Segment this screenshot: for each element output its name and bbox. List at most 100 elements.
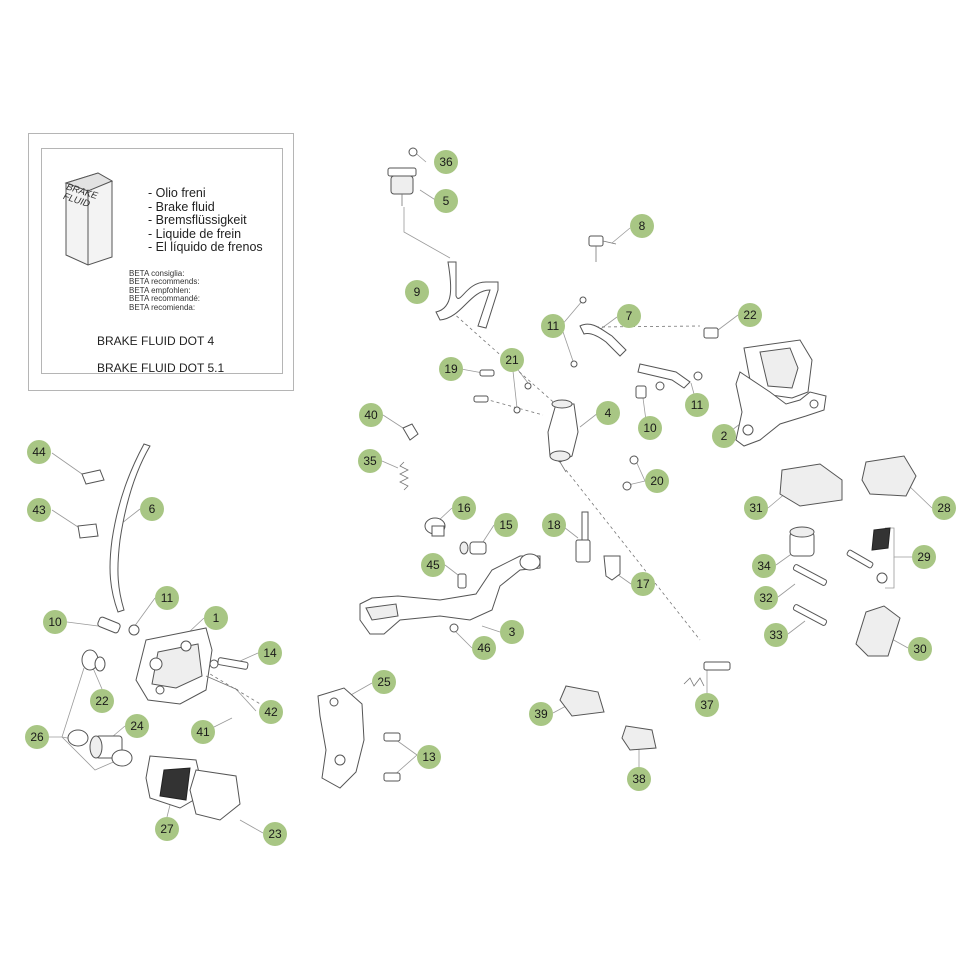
pin-part-29 — [846, 549, 874, 569]
callout-24[interactable]: 24 — [125, 714, 149, 738]
callout-10-front[interactable]: 10 — [43, 610, 67, 634]
brake-fluid-legend: BRAKE FLUID - Olio freni - Brake fluid -… — [28, 133, 294, 391]
bracket-bolts-part — [383, 732, 401, 782]
callout-22[interactable]: 22 — [738, 303, 762, 327]
pin-32-part — [792, 564, 828, 586]
hose-clip-44 — [81, 469, 105, 485]
fluid-name-de: - Bremsflüssigkeit — [148, 213, 247, 227]
reservoir-part — [387, 147, 418, 206]
callout-26[interactable]: 26 — [25, 725, 49, 749]
callout-34[interactable]: 34 — [752, 554, 776, 578]
callout-27[interactable]: 27 — [155, 817, 179, 841]
fluid-spec-secondary: BRAKE FLUID DOT 5.1 — [97, 361, 225, 375]
callout-40[interactable]: 40 — [359, 403, 383, 427]
callout-32[interactable]: 32 — [754, 586, 778, 610]
callout-15[interactable]: 15 — [494, 513, 518, 537]
callout-17[interactable]: 17 — [631, 572, 655, 596]
callout-8[interactable]: 8 — [630, 214, 654, 238]
washer-part-2 — [693, 371, 703, 381]
front-pin-42-part — [205, 659, 239, 691]
callout-43[interactable]: 43 — [27, 498, 51, 522]
callout-4[interactable]: 4 — [596, 401, 620, 425]
callout-45[interactable]: 45 — [421, 553, 445, 577]
spacer-part — [459, 541, 487, 555]
rear-hose-segment — [637, 363, 691, 389]
rear-brake-hose-part — [579, 323, 627, 357]
recommend-de: BETA empfohlen: — [129, 285, 191, 295]
piston-part — [789, 526, 815, 557]
callout-11[interactable]: 11 — [541, 314, 565, 338]
fluid-spec-primary: BRAKE FLUID DOT 4 — [97, 334, 215, 348]
bleeder-part — [579, 235, 617, 304]
washer-part — [570, 360, 578, 368]
fluid-name-list: - Olio freni - Brake fluid - Bremsflüssi… — [148, 186, 263, 255]
callout-11-rear[interactable]: 11 — [685, 393, 709, 417]
rod-spring-part — [683, 661, 731, 687]
callout-3[interactable]: 3 — [500, 620, 524, 644]
caliper-bracket-part — [317, 687, 365, 789]
callout-7[interactable]: 7 — [617, 304, 641, 328]
callout-22-front[interactable]: 22 — [90, 689, 114, 713]
callout-11-front[interactable]: 11 — [155, 586, 179, 610]
caliper-cover-part — [779, 463, 843, 507]
front-brake-hose-part — [109, 443, 151, 613]
callout-1[interactable]: 1 — [204, 606, 228, 630]
front-seals-part — [81, 649, 106, 672]
nuts-part — [622, 455, 639, 491]
callout-42[interactable]: 42 — [259, 700, 283, 724]
fluid-name-fr: - Liquide de frein — [148, 226, 242, 241]
callout-44[interactable]: 44 — [27, 440, 51, 464]
pin-33-part — [792, 604, 828, 626]
callout-31[interactable]: 31 — [744, 496, 768, 520]
rear-pad-a-part — [559, 685, 605, 717]
pin-part — [457, 573, 467, 589]
callout-20[interactable]: 20 — [645, 469, 669, 493]
recommend-es: BETA recomienda: — [129, 302, 196, 312]
callout-37[interactable]: 37 — [695, 693, 719, 717]
pad-spring-part — [871, 527, 891, 551]
callout-6[interactable]: 6 — [140, 497, 164, 521]
callout-14[interactable]: 14 — [258, 641, 282, 665]
callout-41[interactable]: 41 — [191, 720, 215, 744]
rear-pad-b-part — [621, 725, 657, 751]
callout-19[interactable]: 19 — [439, 357, 463, 381]
callout-46[interactable]: 46 — [472, 636, 496, 660]
callout-21[interactable]: 21 — [500, 348, 524, 372]
callout-36[interactable]: 36 — [434, 150, 458, 174]
rear-master-cylinder-part — [547, 399, 579, 473]
hose-clip-43 — [77, 523, 99, 539]
recommend-en: BETA recommends: — [129, 277, 200, 287]
front-caliper-pin-part — [217, 657, 249, 670]
callout-30[interactable]: 30 — [908, 637, 932, 661]
clip-part — [402, 423, 419, 441]
callout-29[interactable]: 29 — [912, 545, 936, 569]
fluid-name-es: - El líquido de frenos — [148, 240, 263, 254]
callout-10[interactable]: 10 — [638, 416, 662, 440]
callout-38[interactable]: 38 — [627, 767, 651, 791]
callout-16[interactable]: 16 — [452, 496, 476, 520]
callout-2[interactable]: 2 — [712, 424, 736, 448]
front-caliper-part — [135, 627, 213, 705]
pad-set-part — [861, 455, 917, 497]
callout-23[interactable]: 23 — [263, 822, 287, 846]
legend-inner-frame: BRAKE FLUID - Olio freni - Brake fluid -… — [41, 148, 283, 375]
callout-28[interactable]: 28 — [932, 496, 956, 520]
plug-part — [876, 572, 888, 584]
brake-pedal-part — [359, 553, 541, 635]
callout-9[interactable]: 9 — [405, 280, 429, 304]
recommendation-list: BETA consiglia: BETA recommends: BETA em… — [129, 269, 200, 312]
callout-5[interactable]: 5 — [434, 189, 458, 213]
rear-caliper-part — [735, 339, 827, 447]
fluid-name-it: - Olio freni — [148, 186, 206, 200]
callout-25[interactable]: 25 — [372, 670, 396, 694]
callout-18[interactable]: 18 — [542, 513, 566, 537]
reservoir-hose-part — [435, 261, 499, 329]
caliper-body-30-part — [855, 605, 901, 657]
callout-35[interactable]: 35 — [358, 449, 382, 473]
callout-33[interactable]: 33 — [764, 623, 788, 647]
front-banjo-bolt-part — [97, 616, 140, 636]
callout-39[interactable]: 39 — [529, 702, 553, 726]
recommend-fr: BETA recommandé: — [129, 294, 200, 304]
callout-13[interactable]: 13 — [417, 745, 441, 769]
